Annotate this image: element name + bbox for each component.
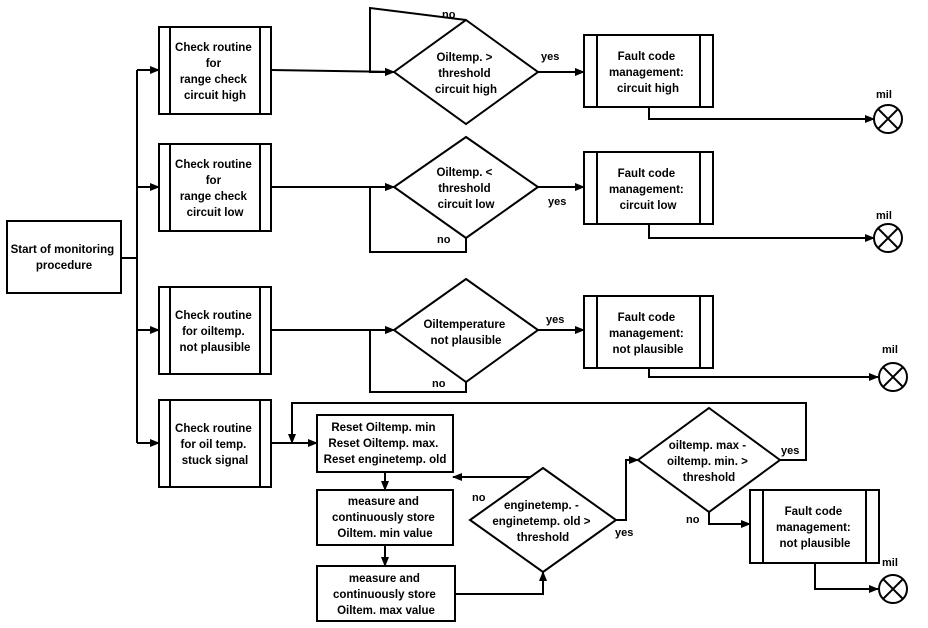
lamp-icon [878, 574, 908, 604]
lamp-icon [873, 104, 903, 134]
lamp-icon [878, 362, 908, 392]
label-no-enginetemp: no [472, 492, 486, 504]
mil-lamp-plausible: mil [878, 344, 908, 392]
check-routine-high-label: Check routine for range check circuit hi… [175, 42, 255, 102]
check-routine-plausible: Check routine for oiltemp. not plausible [158, 286, 272, 375]
measure-min-label: measure and continuously store Oiltem. m… [332, 496, 438, 540]
connectors [121, 6, 879, 595]
decision-plausible-label: Oiltemperature not plausible [423, 319, 508, 347]
label-yes-enginetemp: yes [615, 527, 633, 539]
decision-high: Oiltemp. > threshold circuit high [392, 18, 540, 126]
label-no-high: no [442, 9, 456, 21]
mil-lamp-low: mil [873, 210, 903, 253]
fault-code-high: Fault code management: circuit high [583, 34, 714, 108]
decision-oiltemp-label: oiltemp. max - oiltemp. min. > threshold [667, 440, 751, 484]
fault-code-low: Fault code management: circuit low [583, 151, 714, 225]
decision-low-label: Oiltemp. < threshold circuit low [436, 167, 495, 211]
edge-measure-max-dec-engine [455, 571, 547, 595]
decision-enginetemp: enginetemp. - enginetemp. old > threshol… [468, 466, 618, 574]
edge-dec-engine-no [452, 468, 544, 481]
edge-dec-low-no-loop [369, 183, 467, 253]
mil-label-low: mil [876, 210, 892, 222]
check-routine-stuck-label: Check routine for oil temp. stuck signal [175, 423, 255, 467]
lamp-icon [873, 223, 903, 253]
label-yes-high: yes [541, 51, 559, 63]
measure-max-label: measure and continuously store Oiltem. m… [333, 573, 439, 617]
decision-enginetemp-label: enginetemp. - enginetemp. old > threshol… [492, 500, 593, 544]
mil-lamp-high: mil [873, 89, 903, 134]
edge-dec-oil-yes-loop [288, 402, 807, 461]
decision-plausible: Oiltemperature not plausible [392, 277, 540, 384]
edge-fault-low-mil [648, 224, 875, 242]
fault-code-stuck-label: Fault code management: not plausible [776, 506, 854, 550]
fault-code-high-label: Fault code management: circuit high [609, 51, 687, 95]
reset-box: Reset Oiltemp. min Reset Oiltemp. max. R… [316, 414, 454, 473]
fault-code-stuck: Fault code management: not plausible [749, 489, 880, 564]
label-no-plausible: no [432, 378, 446, 390]
mil-lamp-stuck: mil [878, 557, 908, 604]
check-routine-plausible-label: Check routine for oiltemp. not plausible [175, 310, 255, 354]
decision-oiltemp: oiltemp. max - oiltemp. min. > threshold [636, 406, 782, 514]
mil-label-plausible: mil [882, 344, 898, 356]
fault-code-plausible: Fault code management: not plausible [583, 295, 714, 369]
reset-box-label: Reset Oiltemp. min Reset Oiltemp. max. R… [324, 422, 447, 466]
decision-high-label: Oiltemp. > threshold circuit high [435, 52, 497, 96]
edge-fault-high-mil [648, 107, 875, 123]
fault-code-low-label: Fault code management: circuit low [609, 168, 687, 212]
edge-dec-oil-no [708, 512, 751, 528]
edge-fault-plaus-mil [648, 368, 879, 381]
edge-dec-plaus-no-loop [369, 326, 467, 393]
mil-label-stuck: mil [882, 557, 898, 569]
start-node: Start of monitoring procedure [6, 220, 122, 294]
check-routine-low: Check routine for range check circuit lo… [158, 143, 272, 232]
measure-max-box: measure and continuously store Oiltem. m… [316, 565, 456, 622]
edge-labels: no yes yes no yes no no yes yes no [432, 9, 799, 539]
label-yes-low: yes [548, 196, 566, 208]
label-no-oiltemp: no [686, 514, 700, 526]
label-yes-plausible: yes [546, 314, 564, 326]
edge-fault-stuck-mil [814, 563, 879, 593]
edge-dec-high-no-loop [369, 6, 467, 76]
fault-code-plausible-label: Fault code management: not plausible [609, 312, 687, 356]
label-no-low: no [437, 234, 451, 246]
edge-dec-engine-yes [616, 456, 639, 521]
check-routine-stuck: Check routine for oil temp. stuck signal [158, 399, 272, 488]
start-label: Start of monitoring procedure [11, 244, 118, 272]
decision-low: Oiltemp. < threshold circuit low [392, 135, 540, 240]
measure-min-box: measure and continuously store Oiltem. m… [316, 489, 454, 546]
mil-label-high: mil [876, 89, 892, 101]
check-routine-low-label: Check routine for range check circuit lo… [175, 159, 255, 219]
check-routine-high: Check routine for range check circuit hi… [158, 26, 272, 115]
label-yes-oiltemp: yes [781, 445, 799, 457]
